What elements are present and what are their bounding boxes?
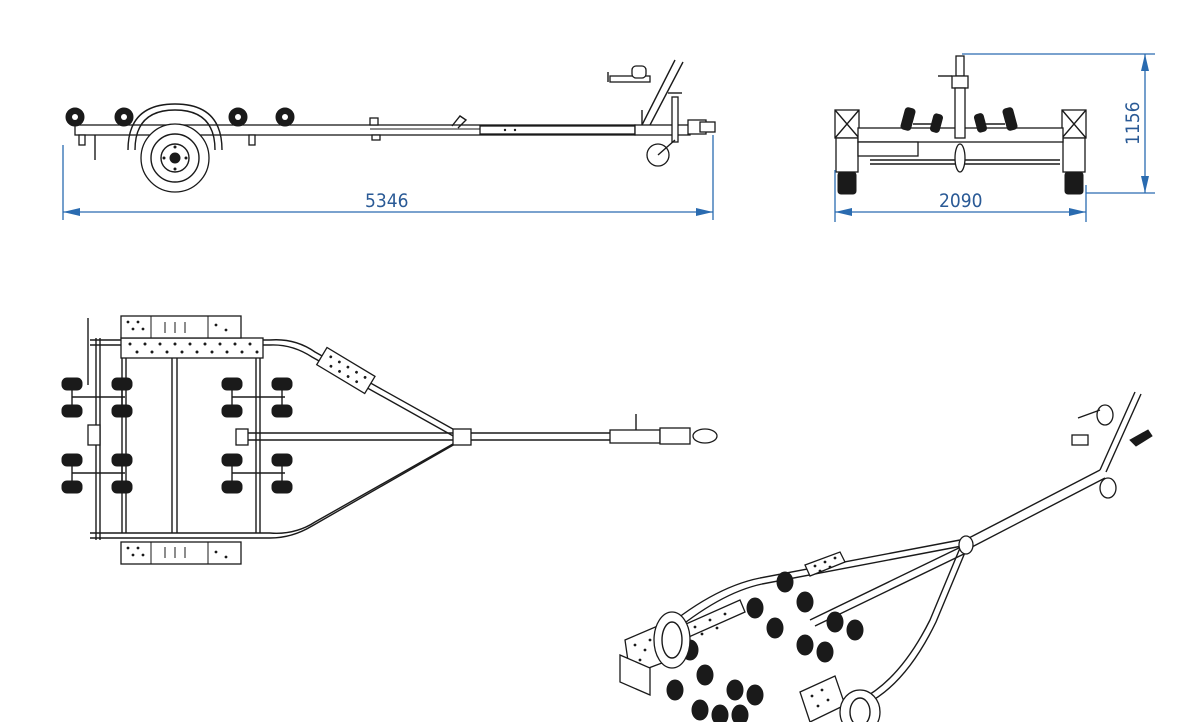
length-label: 5346	[365, 190, 409, 212]
top-view	[61, 315, 718, 565]
drawbar-front	[634, 124, 691, 136]
fender-top-left	[120, 315, 242, 339]
perforated-plate-arm	[315, 346, 376, 395]
dimension-length: 5346	[62, 135, 714, 220]
road-wheel	[140, 123, 210, 193]
rollers-side	[65, 107, 295, 160]
side-view	[65, 59, 716, 193]
fender-top-right	[120, 541, 242, 565]
rear-view	[834, 55, 1087, 195]
fender	[127, 103, 223, 151]
height-label: 1156	[1122, 102, 1144, 146]
dimension-height: 1156	[962, 53, 1155, 194]
isometric-view	[619, 391, 1153, 722]
perforated-plate-top	[120, 337, 264, 359]
width-label: 2090	[939, 190, 983, 212]
dimension-width: 2090	[834, 170, 1087, 222]
rollers-rear	[900, 107, 1018, 133]
drawbar-extension	[479, 125, 636, 135]
rollers-top	[61, 377, 293, 494]
iso-rollers	[666, 571, 864, 722]
